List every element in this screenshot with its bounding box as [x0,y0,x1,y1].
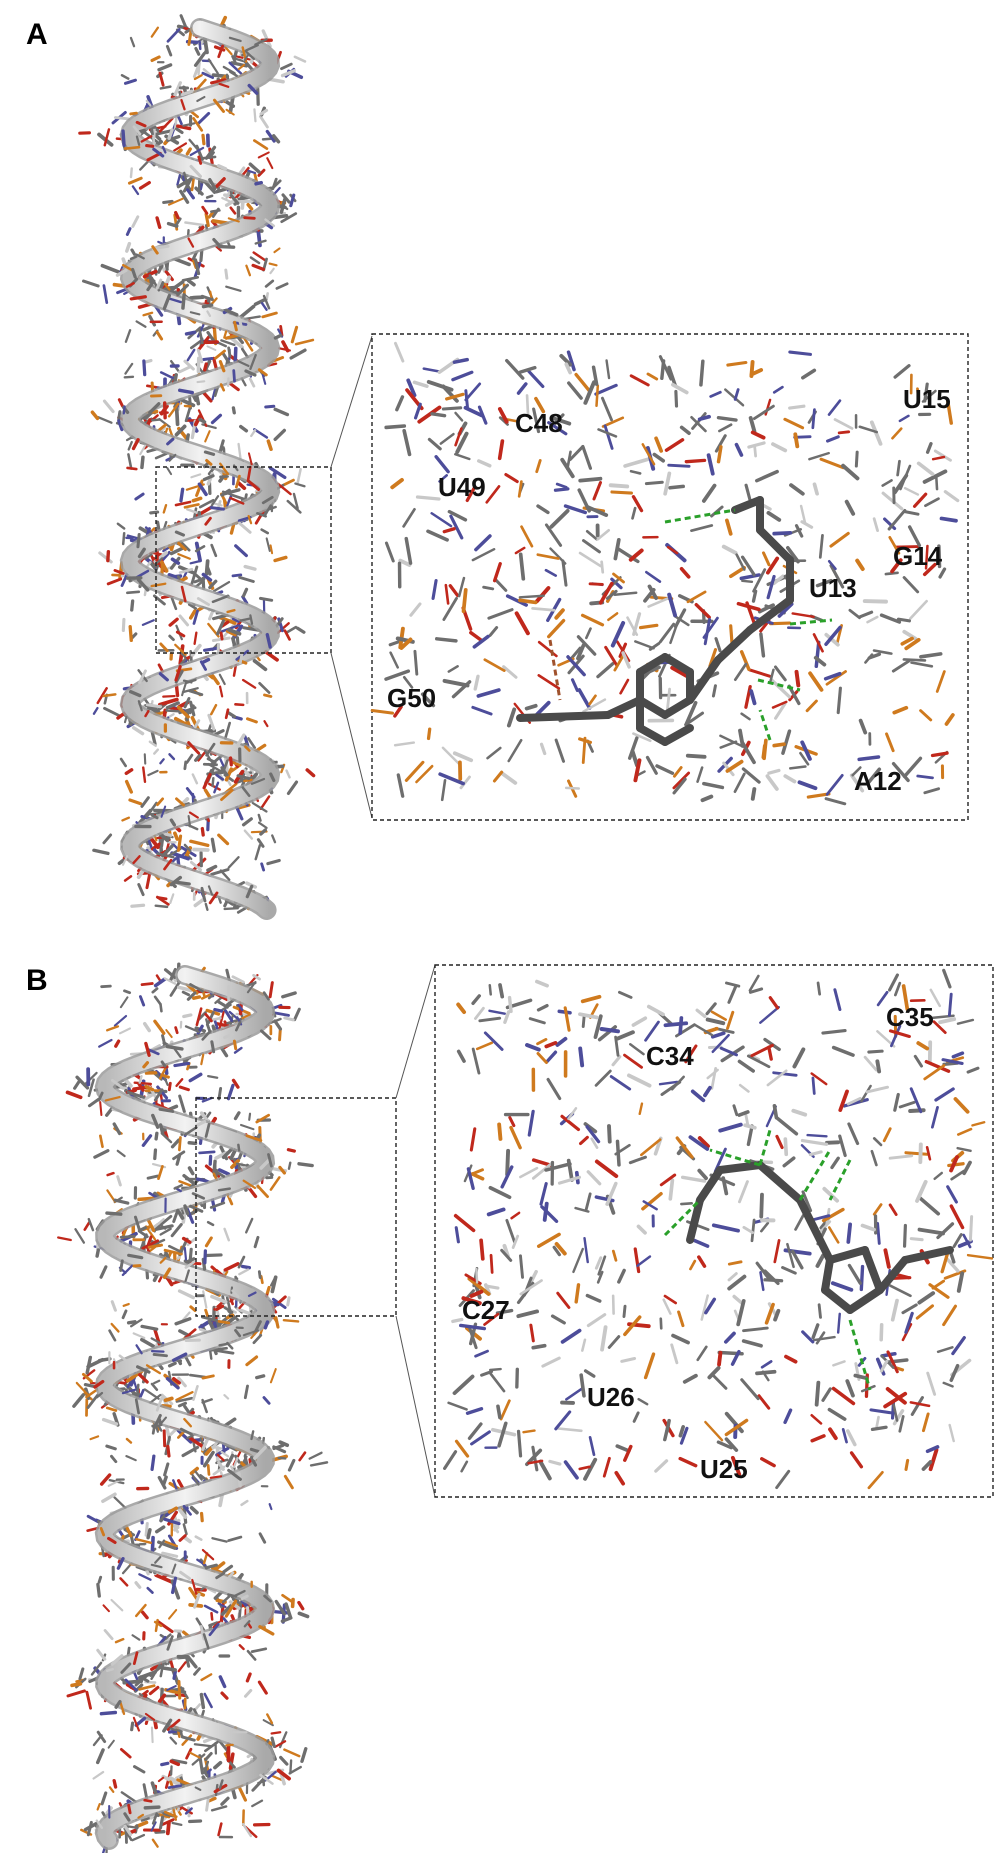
backbone-ribbon [119,18,281,920]
leader-line-b-bottom [395,1315,436,1498]
inset-b: C35 C34 C27 U26 U25 [434,964,994,1498]
ligand [686,1161,954,1314]
nucleotide-sticks-front [89,973,282,1839]
residue-sticks [370,341,960,806]
ligand [516,496,794,746]
inset-box-b [434,964,994,1498]
residue-label-c48: C48 [515,408,563,438]
panel-a: A C48 U15 U49 G14 U13 G50 A12 [26,14,969,920]
rna-helix-a [78,14,316,920]
rna-helix-b [57,962,329,1853]
binding-site-b [443,968,994,1490]
inset-a: C48 U15 U49 G14 U13 G50 A12 [370,333,969,821]
panel-letter-b: B [26,964,48,997]
nucleotide-sticks-front [113,26,290,909]
residue-label-c35: C35 [886,1002,934,1032]
hydrogen-bonds [663,1129,872,1391]
binding-site-a [370,341,960,806]
residue-label-c27: C27 [462,1295,510,1325]
leader-line-a-bottom [330,652,373,819]
residue-label-u25: U25 [700,1454,748,1484]
hydrogen-bonds [548,508,833,741]
residue-label-u49: U49 [438,472,486,502]
residue-label-u26: U26 [587,1382,635,1412]
residue-label-u13: U13 [809,573,857,603]
zoom-region-b [195,1097,397,1317]
residue-label-a12: A12 [854,766,902,796]
leader-line-b-top [395,964,436,1099]
residue-label-g14: G14 [893,541,943,571]
leader-line-a-top [330,335,373,468]
panel-b: B C35 C34 C27 U26 U25 [26,962,994,1853]
zoom-region-a [155,466,332,654]
residue-label-g50: G50 [387,683,436,713]
residue-sticks [443,968,994,1490]
panel-letter-a: A [26,18,48,51]
residue-label-c34: C34 [646,1041,694,1071]
residue-label-u15: U15 [903,384,951,414]
inset-box-a [371,333,969,821]
